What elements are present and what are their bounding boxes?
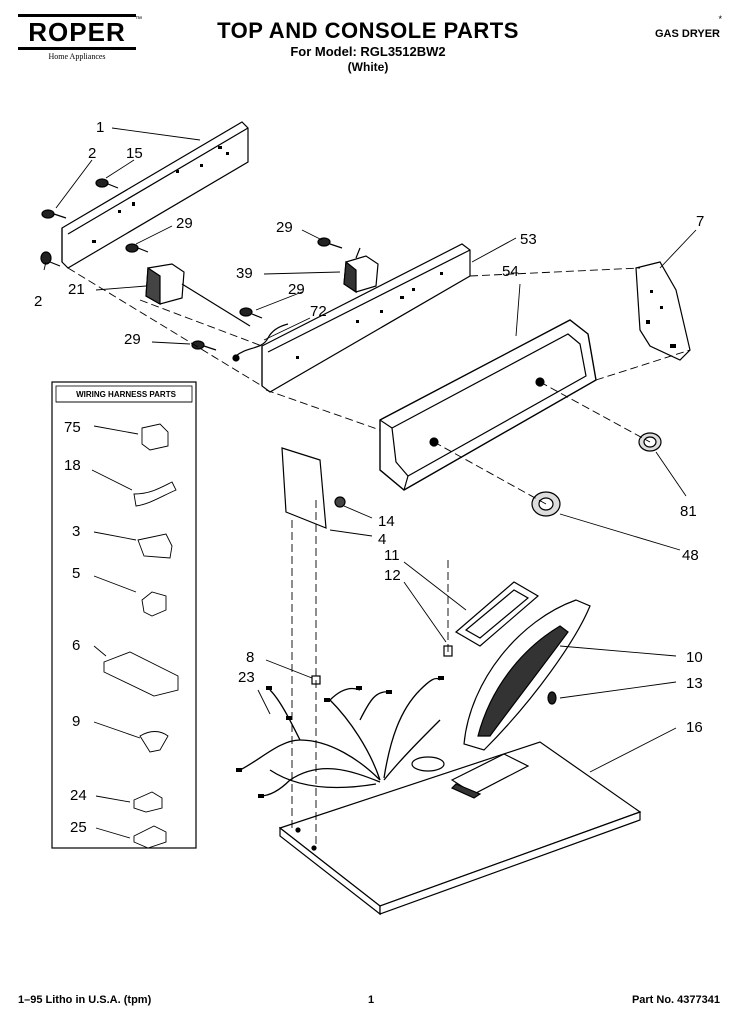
callout-29a: 29 xyxy=(176,215,193,232)
callout-11: 11 xyxy=(384,547,400,564)
callout-8: 8 xyxy=(246,649,254,666)
roper-logo: ROPER ™ Home Appliances xyxy=(18,14,142,61)
corner-mark: * xyxy=(718,14,722,24)
callout-21: 21 xyxy=(68,281,85,298)
page-title: TOP AND CONSOLE PARTS xyxy=(217,18,519,43)
screw-13 xyxy=(547,691,557,705)
callout-18: 18 xyxy=(64,457,81,474)
screws xyxy=(40,178,343,351)
callout-81: 81 xyxy=(680,503,697,520)
part-console-frame xyxy=(379,319,597,491)
part-control-panel xyxy=(61,121,249,269)
callout-numbers: 1 2 15 29 2 21 29 39 29 72 29 53 54 7 81… xyxy=(34,119,704,836)
brand-name: ROPER xyxy=(18,14,136,50)
footer-litho: 1–95 Litho in U.S.A. (tpm) xyxy=(18,994,152,1006)
callout-12: 12 xyxy=(384,567,401,584)
callout-29d: 29 xyxy=(124,331,141,348)
callout-2a: 2 xyxy=(88,145,96,162)
part-knobs xyxy=(531,432,662,517)
part-bracket xyxy=(281,447,346,529)
trademark-mark: ™ xyxy=(135,16,142,23)
wiring-harness-inset xyxy=(51,381,197,849)
callout-6: 6 xyxy=(72,637,80,654)
callout-48: 48 xyxy=(682,547,699,564)
footer-page-number: 1 xyxy=(368,994,375,1006)
callout-5: 5 xyxy=(72,565,80,582)
callout-15: 15 xyxy=(126,145,143,162)
callout-23: 23 xyxy=(238,669,255,686)
model-color: (White) xyxy=(347,60,389,74)
model-number: For Model: RGL3512BW2 xyxy=(290,44,446,59)
part-wire-harness xyxy=(236,676,444,798)
callout-13: 13 xyxy=(686,675,703,692)
footer-part-number: Part No. 4377341 xyxy=(631,994,720,1006)
callout-72: 72 xyxy=(310,303,327,320)
callout-39: 39 xyxy=(236,265,253,282)
part-lint-screen xyxy=(463,599,591,751)
callout-16: 16 xyxy=(686,719,703,736)
part-switch xyxy=(343,247,379,294)
callout-29b: 29 xyxy=(276,219,293,236)
part-top xyxy=(278,741,642,916)
part-timer xyxy=(145,263,251,327)
alignment-lines xyxy=(67,267,691,848)
part-end-cap xyxy=(635,261,691,361)
callout-9: 9 xyxy=(72,713,80,730)
callout-1: 1 xyxy=(96,119,104,136)
callout-3: 3 xyxy=(72,523,80,540)
callout-7: 7 xyxy=(696,213,704,230)
brand-subtitle: Home Appliances xyxy=(48,52,106,61)
callout-75: 75 xyxy=(64,419,81,436)
callout-25: 25 xyxy=(70,819,87,836)
callout-24: 24 xyxy=(70,787,87,804)
callout-14: 14 xyxy=(378,513,395,530)
callout-53: 53 xyxy=(520,231,537,248)
inset-title: WIRING HARNESS PARTS xyxy=(76,390,176,399)
leader-lines xyxy=(43,127,697,773)
callout-2b: 2 xyxy=(34,293,42,310)
product-type: GAS DRYER xyxy=(655,28,720,40)
callout-4: 4 xyxy=(378,531,386,548)
callout-54: 54 xyxy=(502,263,519,280)
callout-10: 10 xyxy=(686,649,703,666)
callout-29c: 29 xyxy=(288,281,305,298)
